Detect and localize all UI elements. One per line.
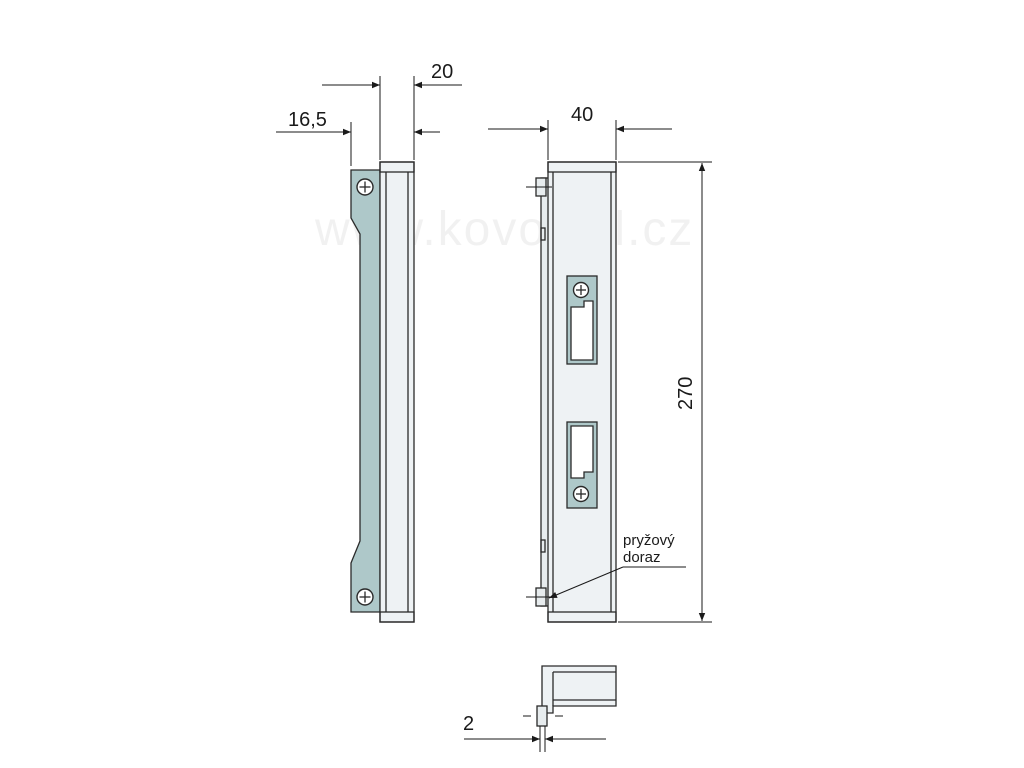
- dimension-40: 40: [488, 104, 672, 160]
- screw-icon: [356, 178, 374, 196]
- rubber-stop-top: [526, 177, 552, 197]
- flange-tab: [540, 227, 546, 241]
- dimension-label-2: 2: [463, 713, 474, 735]
- front-plate: [547, 161, 617, 623]
- dimension-20: 20: [322, 61, 462, 160]
- side-view: [350, 161, 415, 623]
- screw-icon: [572, 485, 590, 503]
- annotation-rubber-stop: pryžový doraz: [548, 532, 686, 599]
- side-channel-body: [379, 161, 415, 623]
- front-plate-bottom-lip: [547, 611, 617, 623]
- rubber-stop-bottom: [526, 587, 552, 607]
- dimension-label-270: 270: [675, 377, 697, 410]
- dimension-270: 270: [618, 161, 712, 623]
- strike-insert-lower: [566, 421, 598, 509]
- annotation-line-2: doraz: [623, 549, 661, 566]
- dimension-2: 2: [463, 713, 606, 752]
- screw-icon: [572, 281, 590, 299]
- annotation-line-1: pryžový: [623, 532, 675, 549]
- bottom-view: [523, 665, 617, 727]
- dimension-label-20: 20: [431, 61, 453, 83]
- rubber-stop-bottom-view: [523, 705, 563, 727]
- dimension-label-40: 40: [571, 104, 593, 126]
- dimension-16-5: 16,5: [276, 109, 440, 166]
- front-plate-top-lip: [547, 161, 617, 173]
- dimension-label-16-5: 16,5: [288, 109, 327, 131]
- front-view: [526, 161, 617, 623]
- side-channel-bottom-lip: [379, 611, 415, 623]
- screw-icon: [356, 588, 374, 606]
- side-channel-top-lip: [379, 161, 415, 173]
- strike-insert-upper: [566, 275, 598, 365]
- flange-tab: [540, 539, 546, 553]
